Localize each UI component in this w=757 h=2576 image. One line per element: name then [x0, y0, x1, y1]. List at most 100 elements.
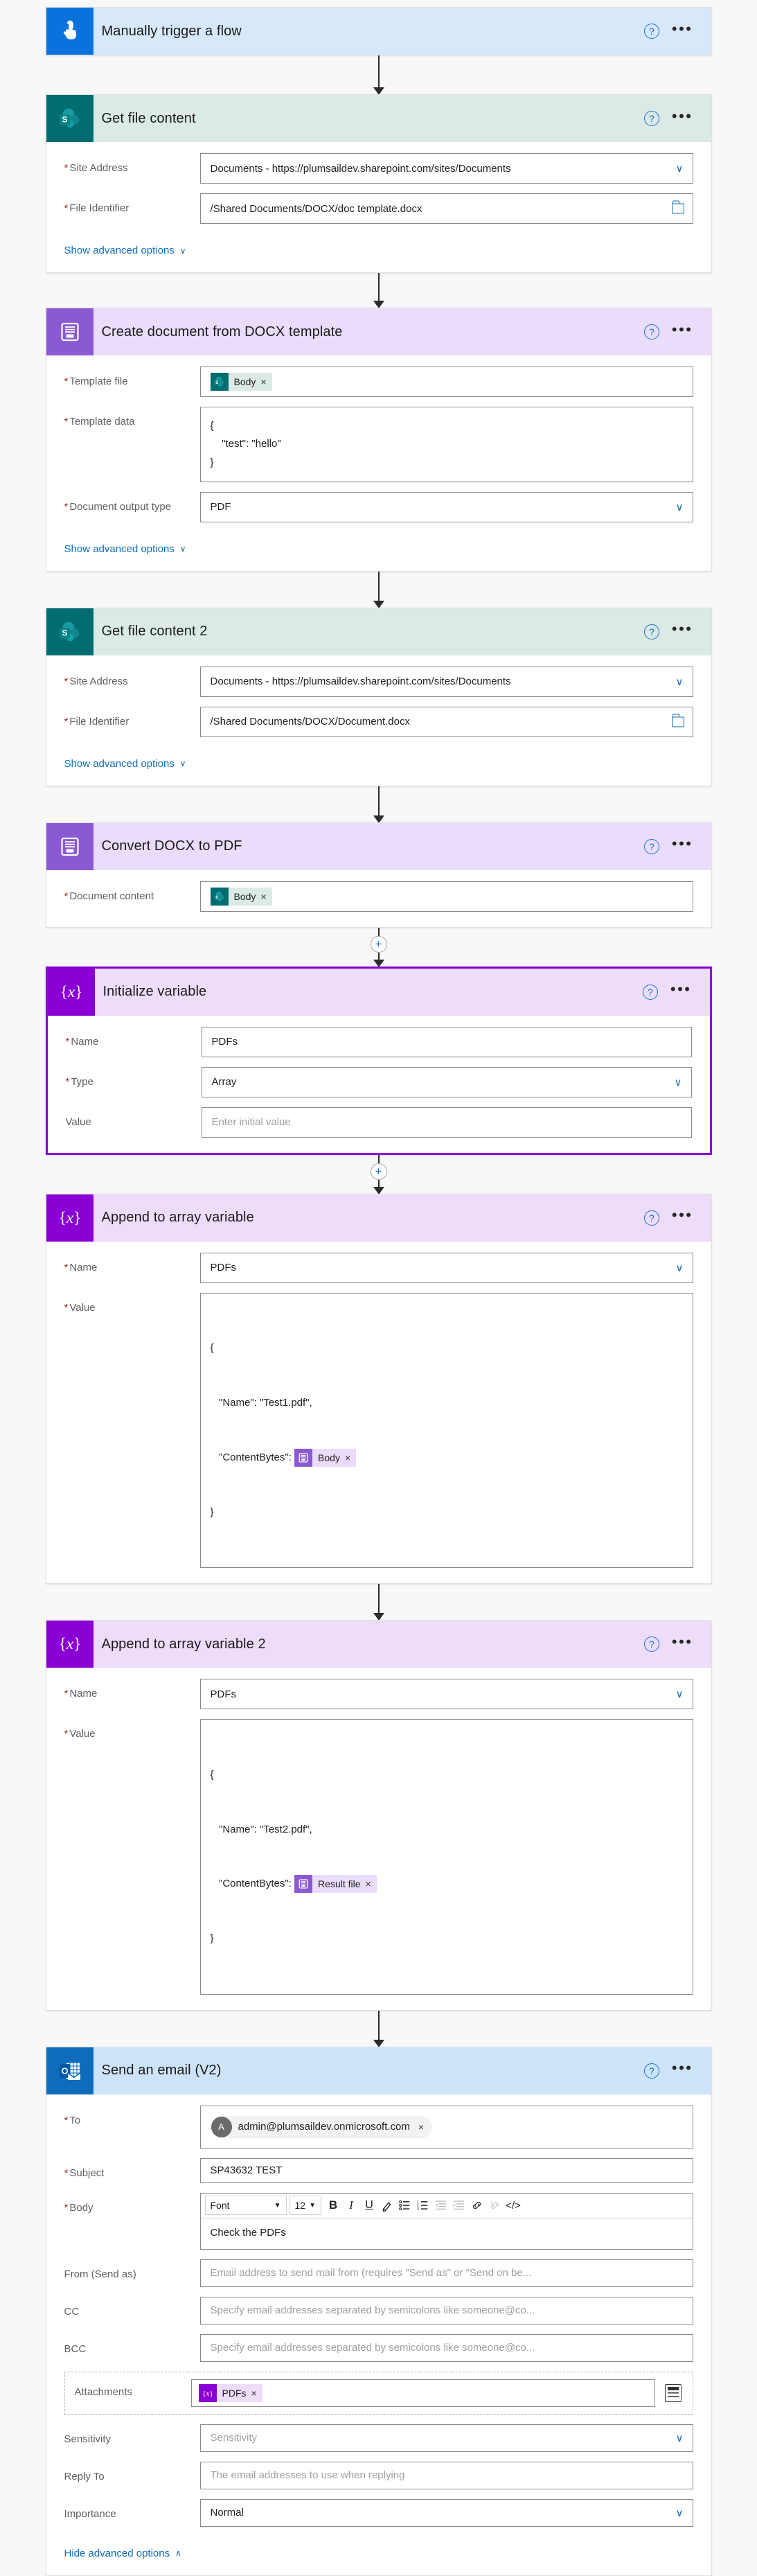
site-address-input[interactable]: Documents - https://plumsaildev.sharepoi… [199, 153, 693, 184]
more-options-icon[interactable]: ••• [671, 2059, 693, 2077]
help-icon[interactable]: ? [643, 24, 659, 39]
step-header[interactable]: O Send an email (V2) ? ••• [46, 2047, 711, 2094]
to-input[interactable]: A admin@plumsaildev.onmicrosoft.com × [199, 2105, 693, 2149]
remove-token-icon[interactable]: × [365, 1878, 371, 1890]
text-color-button[interactable] [378, 2196, 396, 2215]
step-card-get-file-content-2[interactable]: S Get file content 2 ? ••• *Site Address… [45, 607, 712, 786]
from-send-as-input[interactable]: Email address to send mail from (require… [199, 2259, 693, 2287]
more-options-icon[interactable]: ••• [671, 320, 693, 338]
help-icon[interactable]: ? [643, 2063, 659, 2079]
step-header[interactable]: S Get file content ? ••• [46, 95, 711, 142]
sensitivity-select[interactable]: Sensitivity [199, 2424, 693, 2452]
bold-button[interactable]: B [328, 2198, 338, 2212]
step-header[interactable]: Manually trigger a flow ? ••• [46, 8, 711, 55]
hide-advanced-options-link[interactable]: Hide advanced options ∧ [64, 2547, 181, 2559]
more-options-icon[interactable]: ••• [671, 835, 693, 853]
insert-step-button[interactable]: + [370, 1163, 387, 1180]
more-options-icon[interactable]: ••• [671, 19, 693, 37]
more-options-icon[interactable]: ••• [670, 980, 692, 998]
variable-type-select[interactable]: Array [201, 1066, 692, 1097]
step-card-manually-trigger-a-flow[interactable]: Manually trigger a flow ? ••• [45, 7, 712, 55]
decrease-indent-button[interactable] [432, 2196, 450, 2215]
underline-button[interactable]: U [365, 2199, 373, 2212]
code-view-button[interactable]: </> [506, 2199, 521, 2212]
insert-step-button[interactable]: + [370, 935, 387, 953]
dynamic-content-token-body[interactable]: S Body × [210, 373, 272, 391]
folder-picker-icon[interactable] [671, 714, 684, 727]
step-header[interactable]: {x} Append to array variable 2 ? ••• [46, 1621, 711, 1668]
field-control: PDFs ∨ [199, 1679, 693, 1710]
document-output-type-select[interactable]: PDF [199, 491, 693, 522]
recipient-chip[interactable]: A admin@plumsaildev.onmicrosoft.com × [210, 2115, 433, 2138]
step-header[interactable]: S Get file content 2 ? ••• [46, 608, 711, 655]
importance-select[interactable]: Normal [199, 2498, 693, 2527]
remove-token-icon[interactable]: × [344, 1452, 351, 1463]
font-size-select[interactable]: 12 ▼ [289, 2196, 321, 2216]
help-icon[interactable]: ? [643, 624, 659, 639]
step-card-append-to-array-variable-2[interactable]: {x} Append to array variable 2 ? ••• *Na… [45, 1620, 712, 2011]
rich-text-editor[interactable]: Font ▼ 12 ▼ B I U [199, 2192, 693, 2250]
help-icon[interactable]: ? [643, 324, 659, 339]
remove-token-icon[interactable]: × [251, 2387, 257, 2399]
step-card-create-document-from-docx-template[interactable]: Create document from DOCX template ? •••… [45, 308, 712, 572]
help-icon[interactable]: ? [643, 1637, 659, 1652]
insert-link-icon[interactable] [468, 2196, 486, 2215]
show-advanced-options-link[interactable]: Show advanced options ∨ [64, 245, 186, 256]
field-file-identifier: *File Identifier /Shared Documents/DOCX/… [64, 706, 693, 737]
bulleted-list-button[interactable] [396, 2196, 414, 2215]
step-card-convert-docx-to-pdf[interactable]: Convert DOCX to PDF ? ••• *Document cont… [45, 822, 712, 928]
site-address-input[interactable]: Documents - https://plumsaildev.sharepoi… [199, 666, 693, 697]
folder-picker-icon[interactable] [671, 200, 684, 214]
remove-token-icon[interactable]: × [260, 890, 267, 902]
dynamic-content-token-pdfs[interactable]: {x} PDFs × [198, 2383, 262, 2402]
show-advanced-options-link[interactable]: Show advanced options ∨ [64, 757, 186, 770]
variable-name-select[interactable]: PDFs [199, 1679, 693, 1710]
step-card-get-file-content[interactable]: S Get file content ? ••• *Site Address D… [45, 94, 712, 273]
variable-name-input[interactable]: PDFs [201, 1026, 692, 1057]
attachments-input[interactable]: {x} PDFs × [190, 2379, 655, 2407]
reply-to-input[interactable]: The email addresses to use when replying [199, 2461, 693, 2489]
dynamic-content-token-result-file[interactable]: Result file × [294, 1875, 377, 1894]
file-identifier-input[interactable]: /Shared Documents/DOCX/doc template.docx [199, 193, 693, 224]
more-options-icon[interactable]: ••• [671, 107, 693, 125]
step-card-initialize-variable[interactable]: {x} Initialize variable ? ••• *Name PDFs… [45, 966, 712, 1155]
help-icon[interactable]: ? [643, 1210, 659, 1226]
dynamic-content-token-body[interactable]: S Body × [210, 887, 272, 906]
switch-to-array-icon[interactable] [664, 2383, 682, 2402]
body-content[interactable]: Check the PDFs [210, 2226, 286, 2239]
template-file-input[interactable]: S Body × [199, 367, 693, 397]
file-identifier-input[interactable]: /Shared Documents/DOCX/Document.docx [199, 706, 693, 737]
cc-input[interactable]: Specify email addresses separated by sem… [199, 2296, 693, 2324]
remove-recipient-icon[interactable]: × [418, 2121, 425, 2133]
step-card-send-an-email-v2[interactable]: O Send an email (V2) ? ••• *To A admin@ [45, 2046, 712, 2576]
step-header[interactable]: Create document from DOCX template ? ••• [46, 308, 711, 355]
italic-button[interactable]: I [349, 2198, 353, 2212]
font-family-select[interactable]: Font ▼ [204, 2196, 287, 2216]
variable-value-input[interactable]: Enter initial value [201, 1106, 692, 1138]
step-header[interactable]: {x} Append to array variable ? ••• [46, 1194, 711, 1242]
append-value-textarea[interactable]: { "Name": "Test1.pdf", "ContentBytes": [199, 1292, 693, 1569]
field-control: Font ▼ 12 ▼ B I U [199, 2192, 693, 2250]
step-header[interactable]: {x} Initialize variable ? ••• [47, 968, 710, 1016]
help-icon[interactable]: ? [642, 984, 658, 1000]
help-icon[interactable]: ? [643, 111, 659, 126]
increase-indent-button[interactable] [450, 2196, 468, 2215]
more-options-icon[interactable]: ••• [671, 1206, 693, 1224]
show-advanced-options-link[interactable]: Show advanced options ∨ [64, 542, 186, 555]
document-content-input[interactable]: S Body × [199, 881, 693, 912]
more-options-icon[interactable]: ••• [671, 1632, 693, 1650]
step-card-append-to-array-variable[interactable]: {x} Append to array variable ? ••• *Name… [45, 1193, 712, 1585]
required-marker: * [64, 376, 69, 387]
dynamic-content-token-body[interactable]: Body × [294, 1448, 357, 1467]
more-options-icon[interactable]: ••• [671, 620, 693, 638]
step-header[interactable]: Convert DOCX to PDF ? ••• [46, 822, 711, 870]
help-icon[interactable]: ? [643, 838, 659, 854]
template-data-textarea[interactable]: { "test": "hello" } [199, 407, 693, 482]
subject-input[interactable]: SP43632 TEST [199, 2158, 693, 2183]
append-value-textarea[interactable]: { "Name": "Test2.pdf", "ContentBytes": [199, 1719, 693, 1995]
remove-token-icon[interactable]: × [260, 376, 267, 387]
variable-name-select[interactable]: PDFs [199, 1252, 693, 1283]
bcc-input[interactable]: Specify email addresses separated by sem… [199, 2334, 693, 2362]
remove-link-icon[interactable] [486, 2196, 504, 2215]
